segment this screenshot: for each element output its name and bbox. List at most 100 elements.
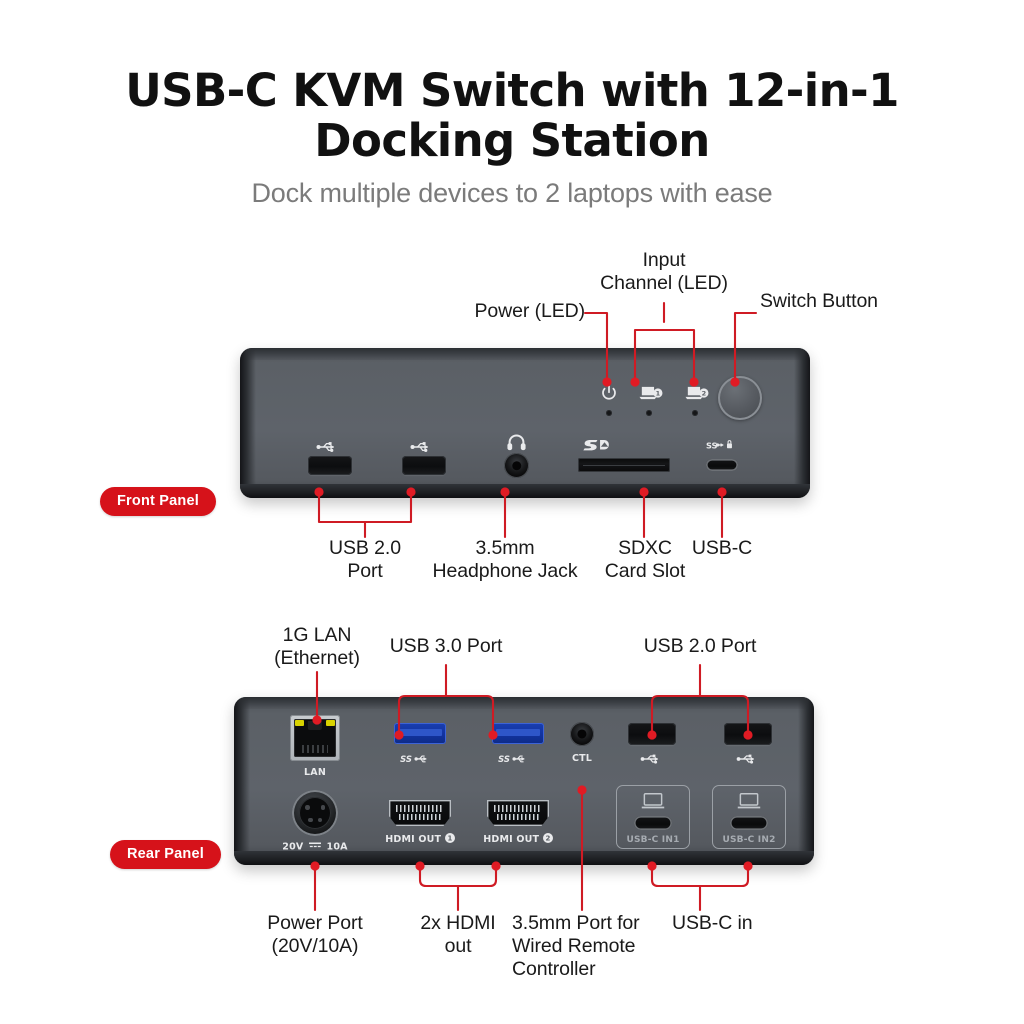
hdmi1-pins-top [396,805,444,812]
usb-icon-front-1 [316,440,338,458]
ctl-label: CTL [571,753,593,764]
callout-usb30: USB 3.0 Port [389,635,503,657]
callout-front-usbc: USB-C [691,537,753,559]
front-usb-a-port-2[interactable] [402,456,446,475]
usb-c-in-1-group[interactable]: USB-C IN1 [616,785,690,849]
laptop-1-icon: 1 [638,384,664,402]
usb-c-in-2-label: USB-C IN2 [722,835,776,845]
hdmi2-text: HDMI OUT [483,834,540,845]
sd-card-icon [582,438,610,456]
usb-c-in-1-label: USB-C IN1 [626,835,680,845]
svg-text:2: 2 [545,835,550,843]
usb-icon-rear-1 [640,752,662,770]
led-channel-1 [646,410,652,416]
led-channel-2 [692,410,698,416]
headphone-jack[interactable] [504,453,529,478]
power-icon [600,384,618,402]
power-port[interactable] [292,790,338,836]
hdmi2-pins-top [494,805,542,812]
badge-rear-panel: Rear Panel [110,840,221,869]
rear-panel-device: LAN 20V 10A [234,697,814,865]
callout-front-usb20: USB 2.0 Port [329,537,401,582]
left-bevel-rear [234,697,250,865]
hdmi-out-1-label: HDMI OUT 1 [374,833,466,846]
power-pin-4 [317,817,322,822]
power-volt-text: 20V [282,841,304,853]
callout-headphone: 3.5mm Headphone Jack [432,537,578,582]
ctl-jack-port[interactable] [570,722,594,746]
callout-ctl: 3.5mm Port for Wired Remote Controller [512,912,640,980]
leader-usbc-in [650,864,750,912]
callout-lan: 1G LAN (Ethernet) [274,624,360,669]
power-amp-text: 10A [326,841,348,853]
sdxc-card-slot[interactable] [578,458,670,472]
rear-usb-a-port-2[interactable] [724,723,772,745]
usb-icon-rear-2 [736,752,758,770]
lan-label: LAN [304,767,326,778]
front-panel-device: 1 2 [240,348,810,498]
hdmi-out-port-2[interactable] [487,800,549,826]
power-rating-label: 20V 10A [274,841,356,853]
callout-rear-usb20: USB 2.0 Port [643,635,757,657]
lan-led-left [295,720,304,726]
switch-button[interactable] [718,376,762,420]
usb-c-in-2-port[interactable] [730,816,768,830]
leader-hdmi [418,864,498,912]
lan-port[interactable] [290,715,340,761]
svg-text:SS: SS [400,754,412,764]
svg-text:1: 1 [656,390,661,398]
usb-c-secure-icon: SS [706,438,734,456]
page-title: USB-C KVM Switch with 12-in-1 Docking St… [0,64,1024,168]
power-port-inner [299,797,331,829]
front-usb-a-port-1[interactable] [308,456,352,475]
hdmi-out-2-label: HDMI OUT 2 [472,833,564,846]
callout-usbc-in: USB-C in [672,912,753,934]
svg-text:1: 1 [447,835,452,843]
hdmi2-badge-icon: 2 [542,833,553,846]
rear-usb-a-port-1[interactable] [628,723,676,745]
callout-power-led: Power (LED) [474,300,585,322]
lan-led-right [326,720,335,726]
svg-text:2: 2 [702,390,707,398]
usb-ss-icon-1: SS [400,751,434,769]
title-line-1: USB-C KVM Switch with 12-in-1 [125,64,899,117]
power-pin-2 [320,805,325,810]
front-usb-c-port[interactable] [706,459,738,471]
power-pin-1 [305,805,310,810]
rear-usb3-port-1[interactable] [394,723,446,744]
usb-icon-front-2 [410,440,432,458]
page-subtitle: Dock multiple devices to 2 laptops with … [251,178,773,208]
hdmi-out-port-1[interactable] [389,800,451,826]
callout-sdxc: SDXC Card Slot [604,537,686,582]
led-power [606,410,612,416]
title-line-2: Docking Station [314,114,710,168]
svg-text:SS: SS [498,754,510,764]
hdmi1-text: HDMI OUT [385,834,442,845]
dc-symbol-icon [309,841,321,853]
badge-front-panel: Front Panel [100,487,216,516]
lan-pins [302,745,328,753]
callout-power-port: Power Port (20V/10A) [267,912,363,957]
usb-c-in-1-port[interactable] [634,816,672,830]
lan-tab [307,721,323,730]
hdmi1-pins-bottom [399,814,441,820]
rear-usb3-port-2[interactable] [492,723,544,744]
usb-c-in-2-group[interactable]: USB-C IN2 [712,785,786,849]
laptop-icon-usbc-2 [736,792,762,816]
laptop-2-icon: 2 [684,384,710,402]
right-bevel-rear [798,697,814,865]
leader-front-usb20 [317,490,413,539]
callout-switch-button: Switch Button [760,290,878,312]
svg-text:SS: SS [706,440,718,450]
headphone-icon [506,432,527,456]
hdmi2-pins-bottom [497,814,539,820]
laptop-icon-usbc-1 [640,792,666,816]
power-pin-3 [308,817,313,822]
usb-ss-icon-2: SS [498,751,532,769]
callout-input-channel: Input Channel (LED) [600,249,728,294]
hdmi1-badge-icon: 1 [444,833,455,846]
left-bevel [240,348,256,498]
callout-hdmi: 2x HDMI out [420,912,496,957]
front-device-shell [240,348,810,498]
right-bevel [794,348,810,498]
